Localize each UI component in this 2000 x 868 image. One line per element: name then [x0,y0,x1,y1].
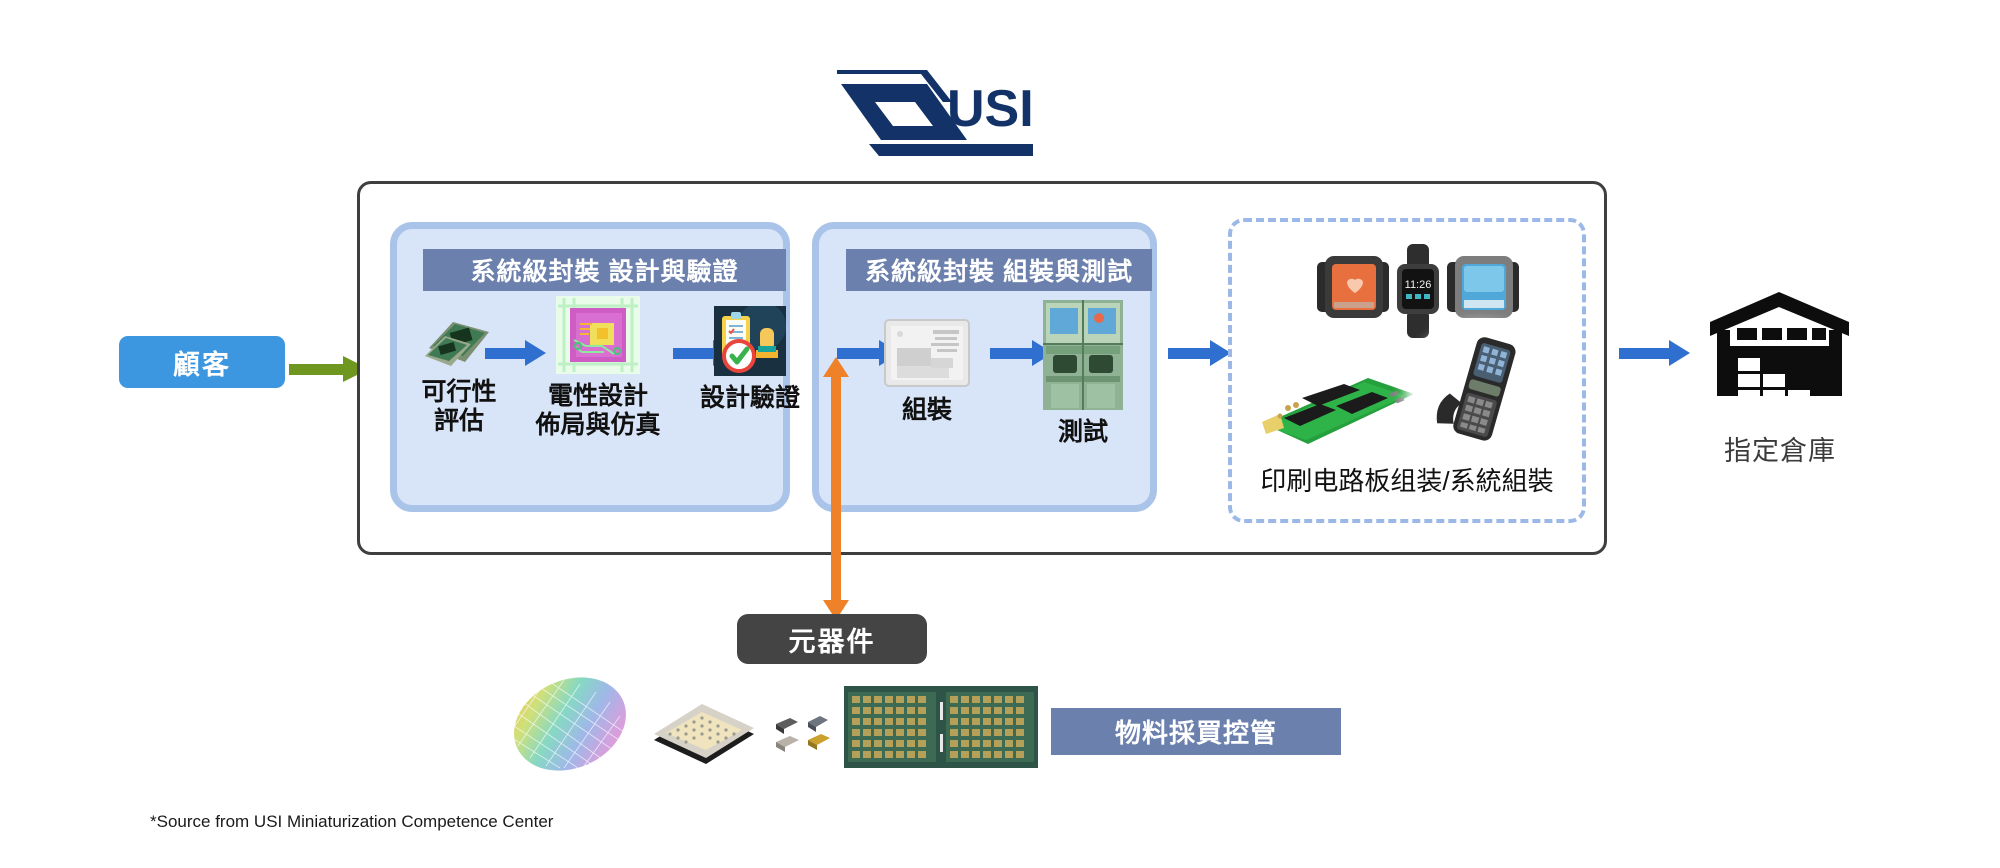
customer-box[interactable]: 顧客 [119,336,285,388]
pcba-label-text: 印刷电路板组装/系統組裝 [1260,465,1554,496]
source-footnote: *Source from USI Miniaturization Compete… [150,812,553,832]
components-supply-arrow [823,357,849,620]
warehouse-icon [1707,290,1852,400]
chip-layout-icon [556,296,640,374]
arrow-shaft [990,348,1032,359]
smartwatches-icon: 11:26 [1317,244,1519,338]
handheld-terminal-group [1410,328,1550,466]
smartwatches-group: 11:26 [1255,236,1545,354]
usi-wordmark: USI [947,80,1034,138]
arrow-shaft [289,364,343,375]
panel-assembly-header: 系統級封裝 組裝與測試 [846,249,1152,291]
step-test: 測試 [1028,300,1138,447]
passive-components-icon [774,710,834,756]
customer-label: 顧客 [173,349,231,380]
step-feasibility: 可行性 評估 [405,306,513,436]
step-design-verification: 設計驗證 [694,306,806,413]
arrow-shaft [485,348,525,359]
warehouse-label: 指定倉庫 [1660,430,1900,466]
panel-assembly-header-label: 系統級封裝 組裝與測試 [865,258,1133,286]
source-footnote-text: *Source from USI Miniaturization Compete… [150,812,554,831]
ssd-module-icon [1262,378,1414,444]
handheld-terminal-icon [1436,337,1516,441]
panel-design-header-label: 系統級封裝 設計與驗證 [470,258,739,286]
step-design-verification-label: 設計驗證 [699,384,800,412]
arrow-head [1210,340,1231,366]
arrow-shaft [1619,348,1669,359]
arrow-head [1669,340,1690,366]
panel-design-header: 系統級封裝 設計與驗證 [423,249,786,291]
silicon-wafer-icon [508,674,634,772]
ssd-module-group [1244,350,1426,462]
procurement-label: 物料採買控管 [1114,718,1277,748]
arrow-head-up [823,357,849,377]
test-equipment-icon [1043,300,1123,410]
arrow-feasibility-to-layout [485,340,546,366]
sip-module-icon [884,319,970,387]
usi-logo: USI [835,68,1035,158]
watch-time-label: 11:26 [1405,279,1432,291]
step-test-label: 測試 [1057,418,1108,446]
step-electrical-design-label: 電性設計 佈局與仿真 [535,382,661,439]
pcb-panel-icon [844,686,1038,768]
step-assembly: 組裝 [872,318,982,425]
arrow-to-warehouse [1619,340,1691,366]
step-electrical-design: 電性設計 佈局與仿真 [533,296,663,440]
pcba-system-assembly-region [1228,218,1586,523]
step-assembly-label: 組裝 [901,396,952,424]
warehouse-label-text: 指定倉庫 [1724,435,1836,466]
arrow-head [525,340,546,366]
bga-package-icon [648,694,760,766]
clipboard-stamp-verified-icon [714,306,786,376]
step-feasibility-label: 可行性 評估 [421,378,497,435]
arrow-shaft [837,348,879,359]
arrow-shaft [831,373,841,604]
pcba-label: 印刷电路板组装/系統組裝 [1228,460,1586,498]
circuit-board-icon [425,322,489,366]
arrow-shaft [1168,348,1210,359]
procurement-box: 物料採買控管 [1051,708,1341,755]
arrow-to-pcba [1168,340,1231,366]
components-box[interactable]: 元器件 [737,614,927,664]
components-label: 元器件 [788,626,876,657]
arrow-shaft [673,348,713,359]
